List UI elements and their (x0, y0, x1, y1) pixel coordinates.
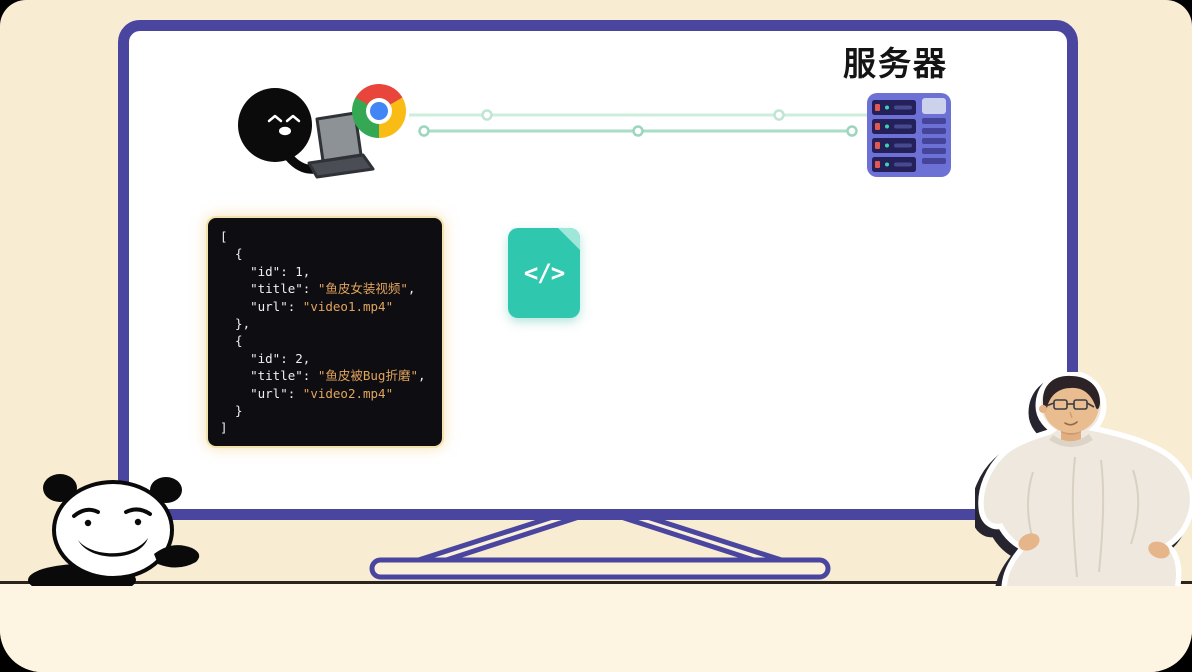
character-head (238, 88, 312, 162)
stand-leg-right (615, 514, 797, 567)
panda-hand (154, 545, 200, 568)
code-brackets-glyph: </> (523, 259, 565, 287)
folded-corner (558, 228, 580, 250)
panda-head (52, 480, 174, 580)
code-line: "url": "video1.mp4" (220, 298, 394, 314)
laptop-icon (307, 111, 375, 179)
json-code-block: [ { "id": 1, "title": "鱼皮女装视频", "url": "… (206, 216, 444, 448)
presenter-right-hand (1148, 541, 1170, 559)
code-line: { (220, 246, 243, 262)
presenter-left-hand (1018, 533, 1040, 551)
code-line: { (220, 333, 243, 349)
panda-face (72, 507, 152, 557)
monitor-frame: 服务器 (118, 20, 1078, 520)
presenter-silhouette (978, 372, 1192, 586)
code-line: ] (220, 420, 228, 436)
code-lines: [ { "id": 1, "title": "鱼皮女装视频", "url": "… (220, 228, 430, 437)
character-mouth (279, 126, 291, 136)
code-line: "id": 2, (220, 350, 311, 366)
monitor-stand (369, 514, 831, 580)
code-line: "title": "鱼皮女装视频", (220, 281, 416, 297)
code-line: "id": 1, (220, 263, 311, 279)
desk-edge-line (0, 581, 1192, 584)
stand-leg-left (403, 514, 585, 567)
stand-base (369, 557, 831, 580)
network-connection-lines (409, 109, 871, 137)
code-line: "url": "video2.mp4" (220, 385, 394, 401)
chrome-browser-icon (352, 84, 406, 138)
user-character (238, 88, 375, 179)
server-icon (867, 93, 951, 177)
presenter-hair (1042, 375, 1100, 410)
desk-surface (0, 584, 1192, 672)
presenter-glasses (1045, 399, 1095, 410)
server-rack-rows (872, 100, 916, 172)
code-line: } (220, 403, 243, 419)
code-line: }, (220, 316, 251, 332)
shirt-folds (1026, 456, 1140, 578)
code-line: [ (220, 229, 228, 244)
server-label: 服务器 (843, 45, 948, 82)
code-file-icon: </> (508, 228, 580, 318)
character-face (267, 114, 301, 123)
code-line: "title": "鱼皮被Bug折磨", (220, 368, 426, 384)
panda-meme-sticker (28, 474, 200, 586)
presenter-photo (975, 372, 1192, 586)
presenter-collar (1049, 434, 1093, 447)
presenter-smile (1064, 421, 1078, 426)
packet-node-dots (418, 109, 858, 137)
